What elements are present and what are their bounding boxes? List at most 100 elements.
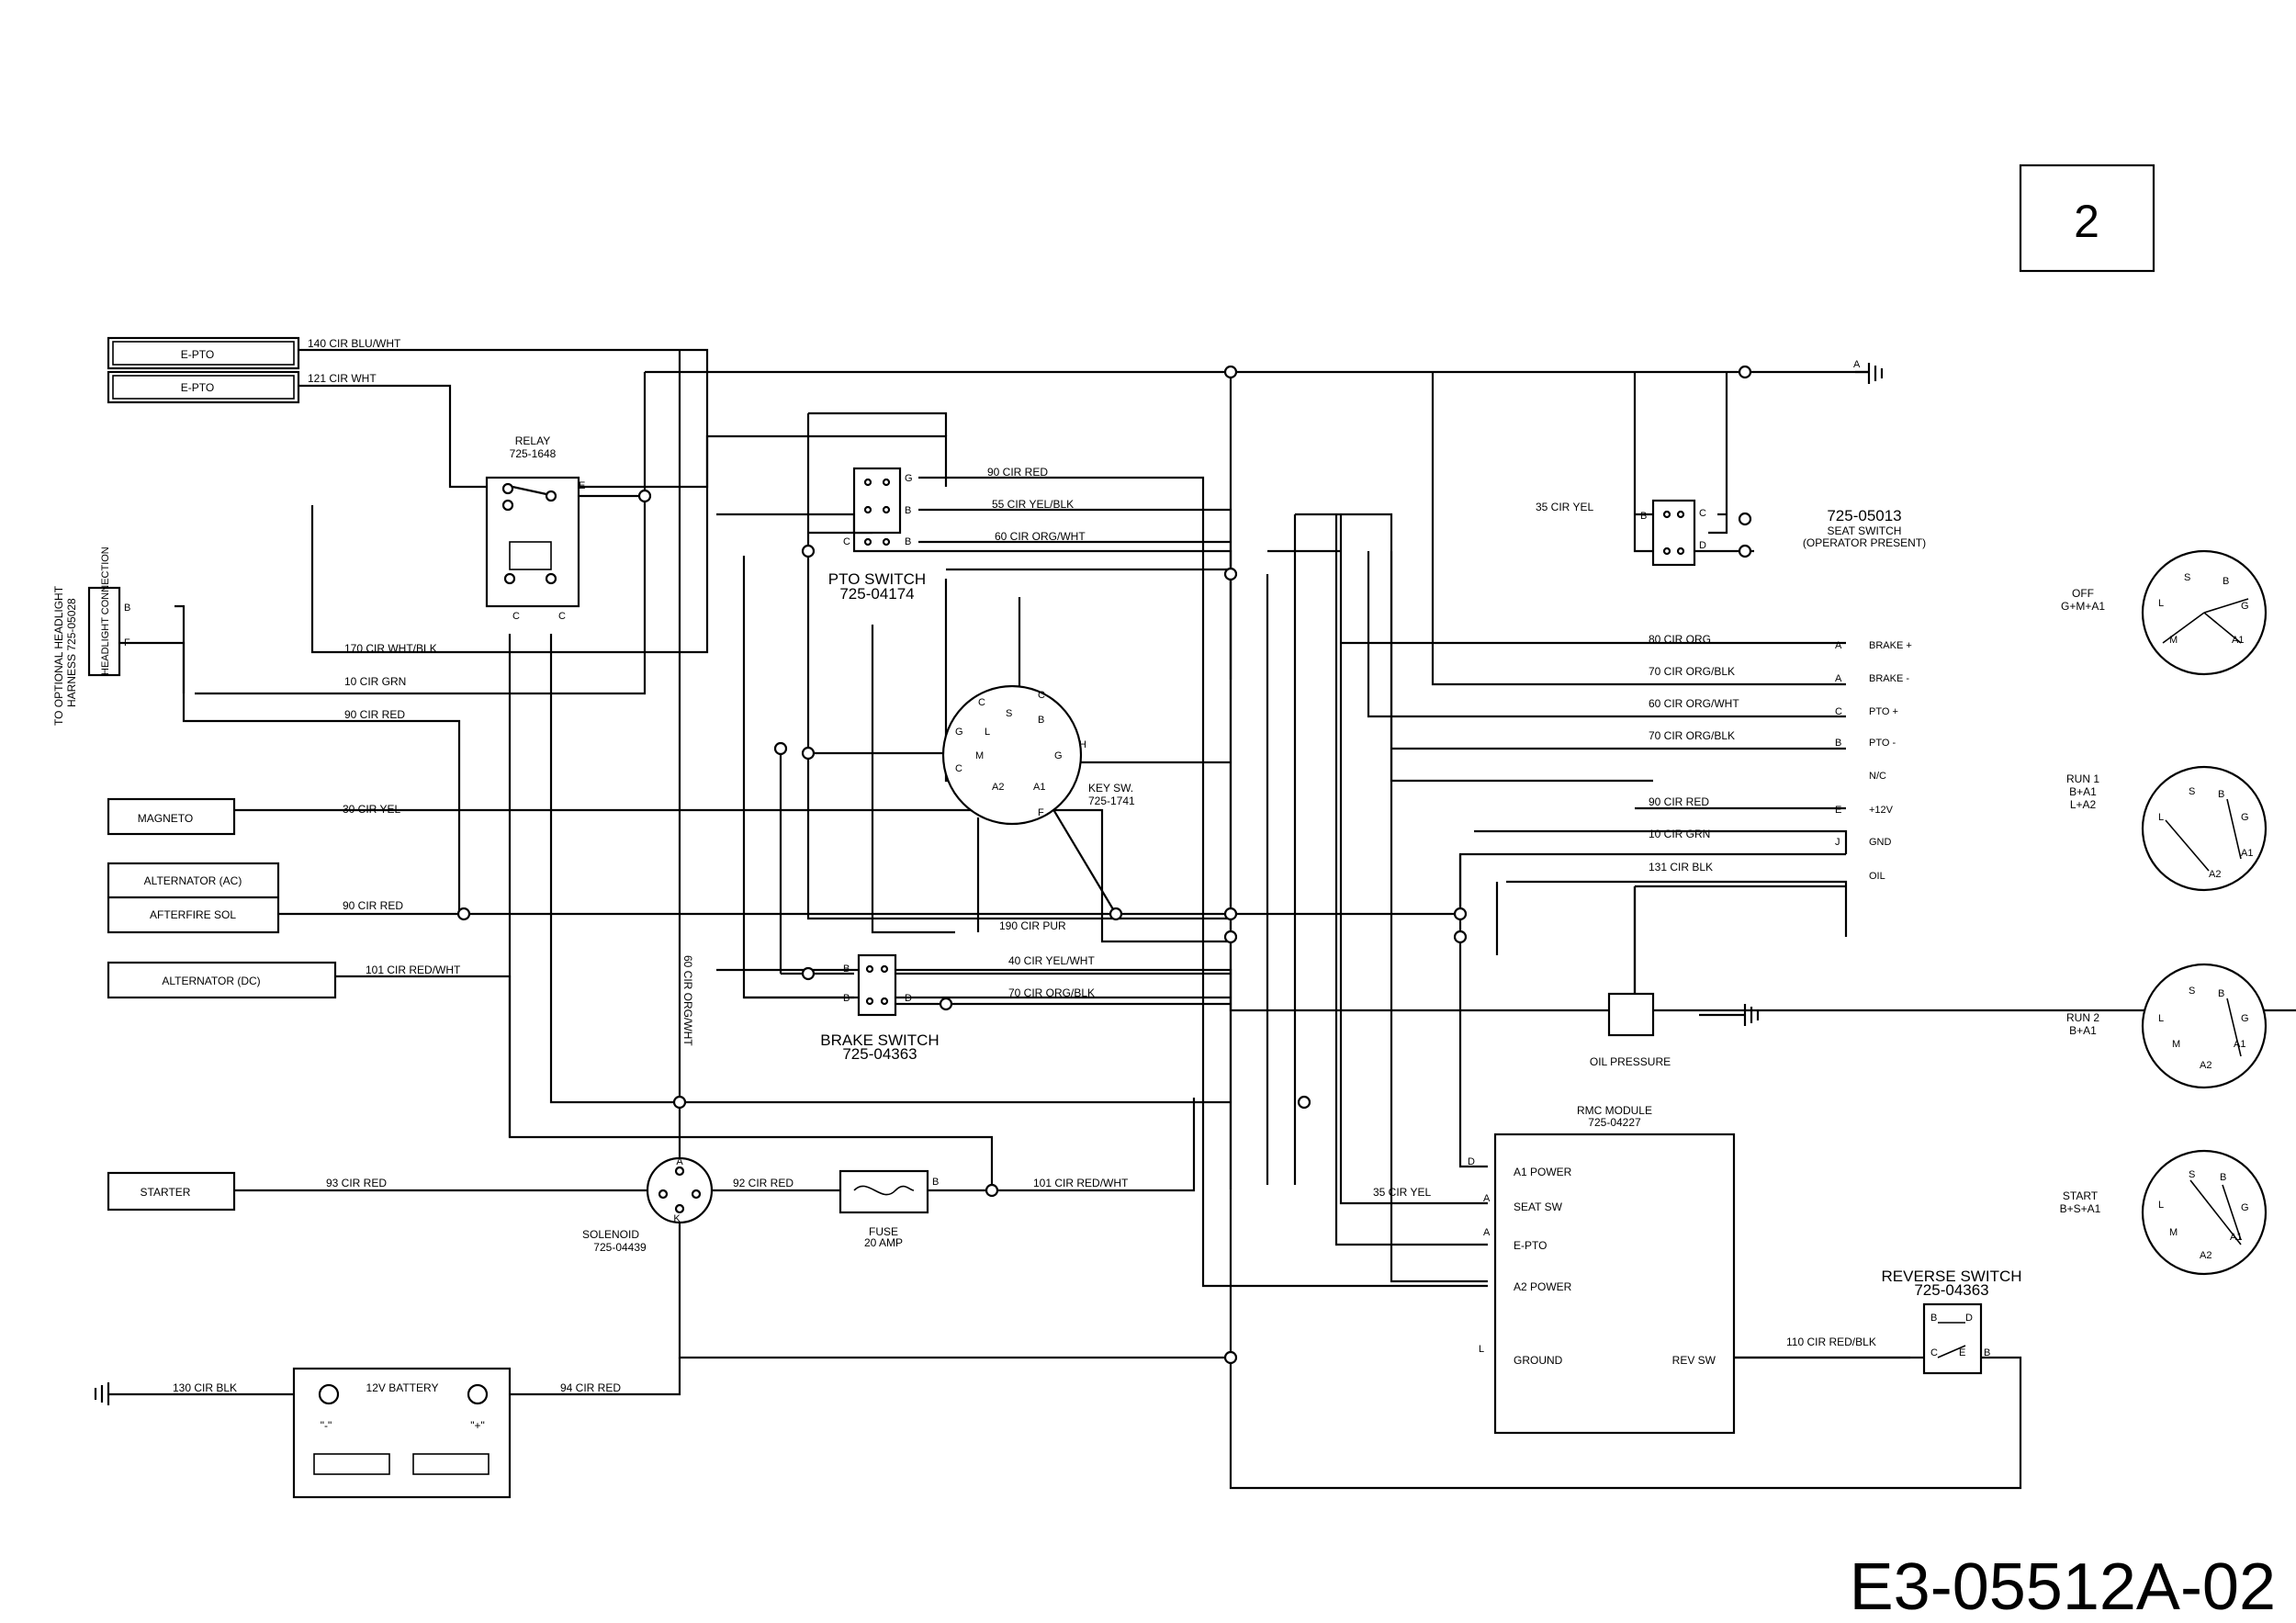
- svg-text:HARNESS 725-05028: HARNESS 725-05028: [65, 598, 78, 707]
- svg-text:B: B: [124, 603, 130, 614]
- svg-text:REVERSE SWITCH: REVERSE SWITCH: [1881, 1268, 2021, 1285]
- svg-text:B: B: [2218, 789, 2224, 800]
- battery: 12V BATTERY "-" "+": [292, 1367, 512, 1499]
- svg-text:START: START: [2063, 1189, 2099, 1202]
- svg-text:90 CIR RED: 90 CIR RED: [987, 466, 1048, 479]
- svg-text:RELAY: RELAY: [515, 434, 550, 447]
- svg-text:B: B: [2220, 1172, 2226, 1183]
- svg-text:30 CIR YEL: 30 CIR YEL: [343, 803, 400, 816]
- svg-text:A: A: [1483, 1193, 1491, 1204]
- svg-text:E: E: [1835, 805, 1841, 816]
- reverse-switch: REVERSE SWITCH 725-04363 B D C E B: [1881, 1268, 2022, 1375]
- svg-text:60 CIR ORG/WHT: 60 CIR ORG/WHT: [1649, 697, 1739, 710]
- svg-text:C: C: [978, 697, 985, 708]
- svg-text:B+S+A1: B+S+A1: [2060, 1202, 2101, 1215]
- svg-text:60 CIR ORG/WHT: 60 CIR ORG/WHT: [681, 955, 694, 1046]
- svg-text:B+A1: B+A1: [2069, 785, 2097, 798]
- svg-text:OFF: OFF: [2072, 587, 2094, 600]
- svg-text:131 CIR BLK: 131 CIR BLK: [1649, 861, 1713, 873]
- svg-text:94 CIR RED: 94 CIR RED: [560, 1381, 621, 1394]
- svg-text:A1: A1: [2234, 1039, 2245, 1050]
- alternator-dc-box: ALTERNATOR (DC): [107, 961, 337, 999]
- svg-text:ALTERNATOR (AC): ALTERNATOR (AC): [144, 874, 242, 887]
- svg-text:B: B: [843, 964, 850, 975]
- svg-text:S: S: [2189, 986, 2195, 997]
- svg-text:A2 POWER: A2 POWER: [1514, 1280, 1572, 1293]
- relay: RELAY 725-1648 E C C: [485, 434, 585, 622]
- svg-text:RMC MODULE: RMC MODULE: [1577, 1104, 1652, 1117]
- svg-text:L: L: [2158, 812, 2164, 823]
- svg-text:140 CIR BLU/WHT: 140 CIR BLU/WHT: [308, 337, 401, 350]
- svg-text:725-1648: 725-1648: [510, 447, 557, 460]
- epto-box-2: E-PTO: [107, 370, 300, 404]
- svg-text:55 CIR YEL/BLK: 55 CIR YEL/BLK: [992, 498, 1074, 511]
- svg-text:HEADLIGHT CONNECTION: HEADLIGHT CONNECTION: [100, 547, 111, 675]
- svg-text:BRAKE SWITCH: BRAKE SWITCH: [820, 1031, 939, 1049]
- svg-text:130 CIR BLK: 130 CIR BLK: [173, 1381, 237, 1394]
- svg-text:H: H: [1079, 739, 1086, 750]
- svg-text:D: D: [1965, 1313, 1973, 1324]
- svg-text:L+A2: L+A2: [2070, 798, 2097, 811]
- wires: [94, 348, 2296, 1490]
- svg-text:725-05013: 725-05013: [1827, 507, 1901, 524]
- svg-text:G: G: [1054, 750, 1063, 761]
- svg-text:"+": "+": [470, 1419, 485, 1432]
- junction-dots: [456, 365, 1752, 1365]
- svg-text:L: L: [2158, 1200, 2164, 1211]
- svg-text:90 CIR RED: 90 CIR RED: [1649, 795, 1709, 808]
- svg-text:BRAKE +: BRAKE +: [1869, 640, 1912, 651]
- svg-text:B: B: [2223, 576, 2229, 587]
- rmc-module: RMC MODULE 725-04227 A1 POWER SEAT SW E-…: [1468, 1104, 1736, 1435]
- svg-text:725-04227: 725-04227: [1588, 1116, 1641, 1129]
- svg-text:A1: A1: [1033, 782, 1045, 793]
- key-position-off: OFF G+M+A1 S B L G M A1: [2061, 549, 2268, 676]
- alternator-ac-box: ALTERNATOR (AC) AFTERFIRE SOL: [107, 862, 280, 934]
- svg-text:RUN 1: RUN 1: [2066, 772, 2099, 785]
- svg-text:B: B: [1038, 715, 1044, 726]
- svg-text:70 CIR ORG/BLK: 70 CIR ORG/BLK: [1008, 986, 1095, 999]
- svg-text:35 CIR YEL: 35 CIR YEL: [1373, 1186, 1431, 1199]
- svg-text:110 CIR RED/BLK: 110 CIR RED/BLK: [1786, 1336, 1876, 1348]
- svg-text:E-PTO: E-PTO: [181, 348, 214, 361]
- svg-text:B: B: [1835, 738, 1841, 749]
- svg-text:PTO -: PTO -: [1869, 738, 1896, 749]
- key-position-run1: RUN 1 B+A1 L+A2 S B L G A1 A2: [2066, 765, 2268, 892]
- svg-text:A1 POWER: A1 POWER: [1514, 1166, 1572, 1178]
- svg-text:C: C: [1699, 508, 1706, 519]
- svg-text:B: B: [1640, 511, 1647, 522]
- svg-text:C: C: [1835, 706, 1842, 717]
- svg-text:A2: A2: [2200, 1060, 2212, 1071]
- svg-text:A1: A1: [2241, 848, 2253, 859]
- magneto-box: MAGNETO: [107, 797, 236, 836]
- svg-text:20 AMP: 20 AMP: [864, 1236, 903, 1249]
- svg-text:A: A: [1483, 1227, 1491, 1238]
- svg-text:REV SW: REV SW: [1672, 1354, 1716, 1367]
- svg-text:C: C: [955, 763, 962, 774]
- svg-text:170 CIR WHT/BLK: 170 CIR WHT/BLK: [344, 642, 437, 655]
- svg-text:10 CIR GRN: 10 CIR GRN: [344, 675, 406, 688]
- svg-text:L: L: [2158, 598, 2164, 609]
- svg-text:C: C: [843, 536, 850, 547]
- svg-text:40 CIR YEL/WHT: 40 CIR YEL/WHT: [1008, 954, 1095, 967]
- svg-text:A2: A2: [2209, 869, 2221, 880]
- svg-text:M: M: [975, 750, 984, 761]
- svg-text:A: A: [676, 1156, 683, 1167]
- svg-text:E: E: [579, 480, 585, 491]
- svg-text:M: M: [2169, 1227, 2178, 1238]
- svg-text:C: C: [1038, 690, 1045, 701]
- brake-switch: B B D BRAKE SWITCH 725-04363: [820, 953, 940, 1063]
- svg-text:PTO +: PTO +: [1869, 706, 1898, 717]
- key-position-start: START B+S+A1 S B L G M A1 A2: [2060, 1149, 2268, 1276]
- svg-text:90 CIR RED: 90 CIR RED: [344, 708, 405, 721]
- svg-text:60 CIR ORG/WHT: 60 CIR ORG/WHT: [995, 530, 1086, 543]
- svg-text:92 CIR RED: 92 CIR RED: [733, 1177, 793, 1189]
- svg-text:D: D: [1699, 540, 1706, 551]
- svg-text:101 CIR RED/WHT: 101 CIR RED/WHT: [1033, 1177, 1129, 1189]
- svg-text:70 CIR ORG/BLK: 70 CIR ORG/BLK: [1649, 665, 1735, 678]
- svg-text:M: M: [2169, 635, 2178, 646]
- key-switch: C S B C L G H M G C A2 A1 F KEY SW. 725-…: [941, 684, 1135, 826]
- wire-labels: 140 CIR BLU/WHT 121 CIR WHT 170 CIR WHT/…: [173, 337, 1876, 1394]
- svg-text:B+A1: B+A1: [2069, 1024, 2097, 1037]
- svg-text:L: L: [1479, 1344, 1484, 1355]
